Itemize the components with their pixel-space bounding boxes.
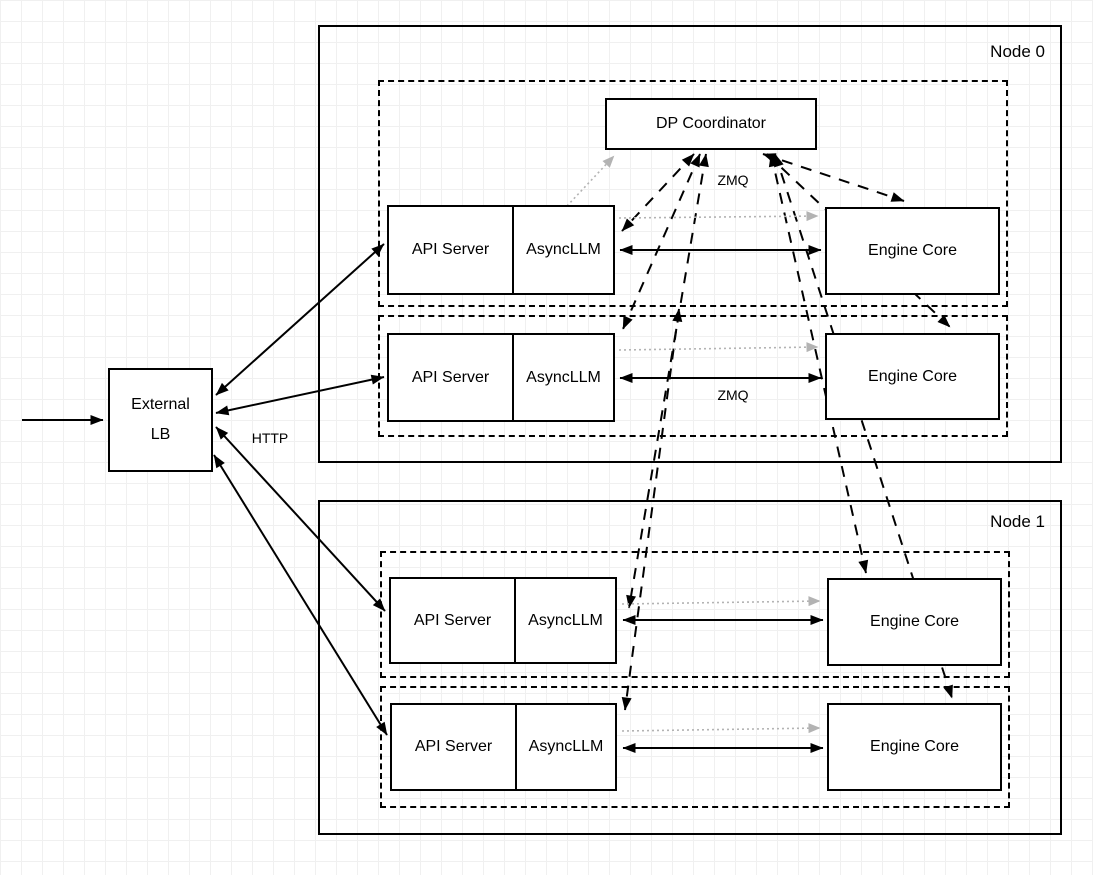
dp-coordinator-box: DP Coordinator xyxy=(605,98,817,150)
dp-coordinator-label: DP Coordinator xyxy=(656,115,766,132)
dotted-asyncllm1-engine1 xyxy=(618,342,819,353)
dotted-asyncllm0-coordinator xyxy=(566,155,615,207)
engine-core-label: Engine Core xyxy=(868,242,957,259)
asyncllm-label: AsyncLLM xyxy=(512,207,613,293)
external-lb-label-line2: LB xyxy=(150,426,171,443)
external-lb-label-line1: External xyxy=(131,396,190,413)
api-server-box-3: API Server AsyncLLM xyxy=(390,703,617,791)
node1-label: Node 1 xyxy=(990,512,1045,531)
arrow-lb-api-server-3 xyxy=(213,454,388,736)
arrow-coordinator-engine-3 xyxy=(774,153,953,699)
api-server-box-0: API Server AsyncLLM xyxy=(387,205,615,295)
dotted-asyncllm3-engine3 xyxy=(621,723,821,734)
asyncllm-label: AsyncLLM xyxy=(514,579,615,662)
dotted-asyncllm2-engine2 xyxy=(621,596,821,607)
engine-core-label: Engine Core xyxy=(868,367,957,385)
arrow-coordinator-asyncllm-3 xyxy=(621,308,683,711)
arrow-lb-api-server-0 xyxy=(215,243,385,396)
node0-label: Node 0 xyxy=(990,42,1045,61)
zmq-label-coordinator: ZMQ xyxy=(717,172,749,188)
api-server-label: API Server xyxy=(413,611,492,629)
zmq-label-engine: ZMQ xyxy=(717,387,749,403)
api-server-box-1: API Server AsyncLLM xyxy=(387,333,615,422)
engine-core-box-2: Engine Core xyxy=(827,578,1002,666)
api-server-label: API Server xyxy=(414,738,493,755)
asyncllm-label: AsyncLLM xyxy=(515,705,615,789)
engine-core-box-0: Engine Core xyxy=(825,207,1000,295)
arrow-lb-api-server-1 xyxy=(215,374,385,416)
engine-core-label: Engine Core xyxy=(870,738,959,755)
engine-core-label: Engine Core xyxy=(870,613,959,630)
api-server-label: API Server xyxy=(411,241,490,258)
external-lb-box: External LB xyxy=(108,368,213,472)
engine-core-box-3: Engine Core xyxy=(827,703,1002,791)
rank3-dashed-container xyxy=(380,686,1010,808)
api-server-box-2: API Server AsyncLLM xyxy=(389,577,617,664)
api-server-label: API Server xyxy=(411,368,490,386)
dotted-asyncllm0-engine0 xyxy=(618,211,819,222)
asyncllm-label: AsyncLLM xyxy=(512,335,613,420)
http-label: HTTP xyxy=(251,430,289,446)
engine-core-box-1: Engine Core xyxy=(825,333,1000,420)
